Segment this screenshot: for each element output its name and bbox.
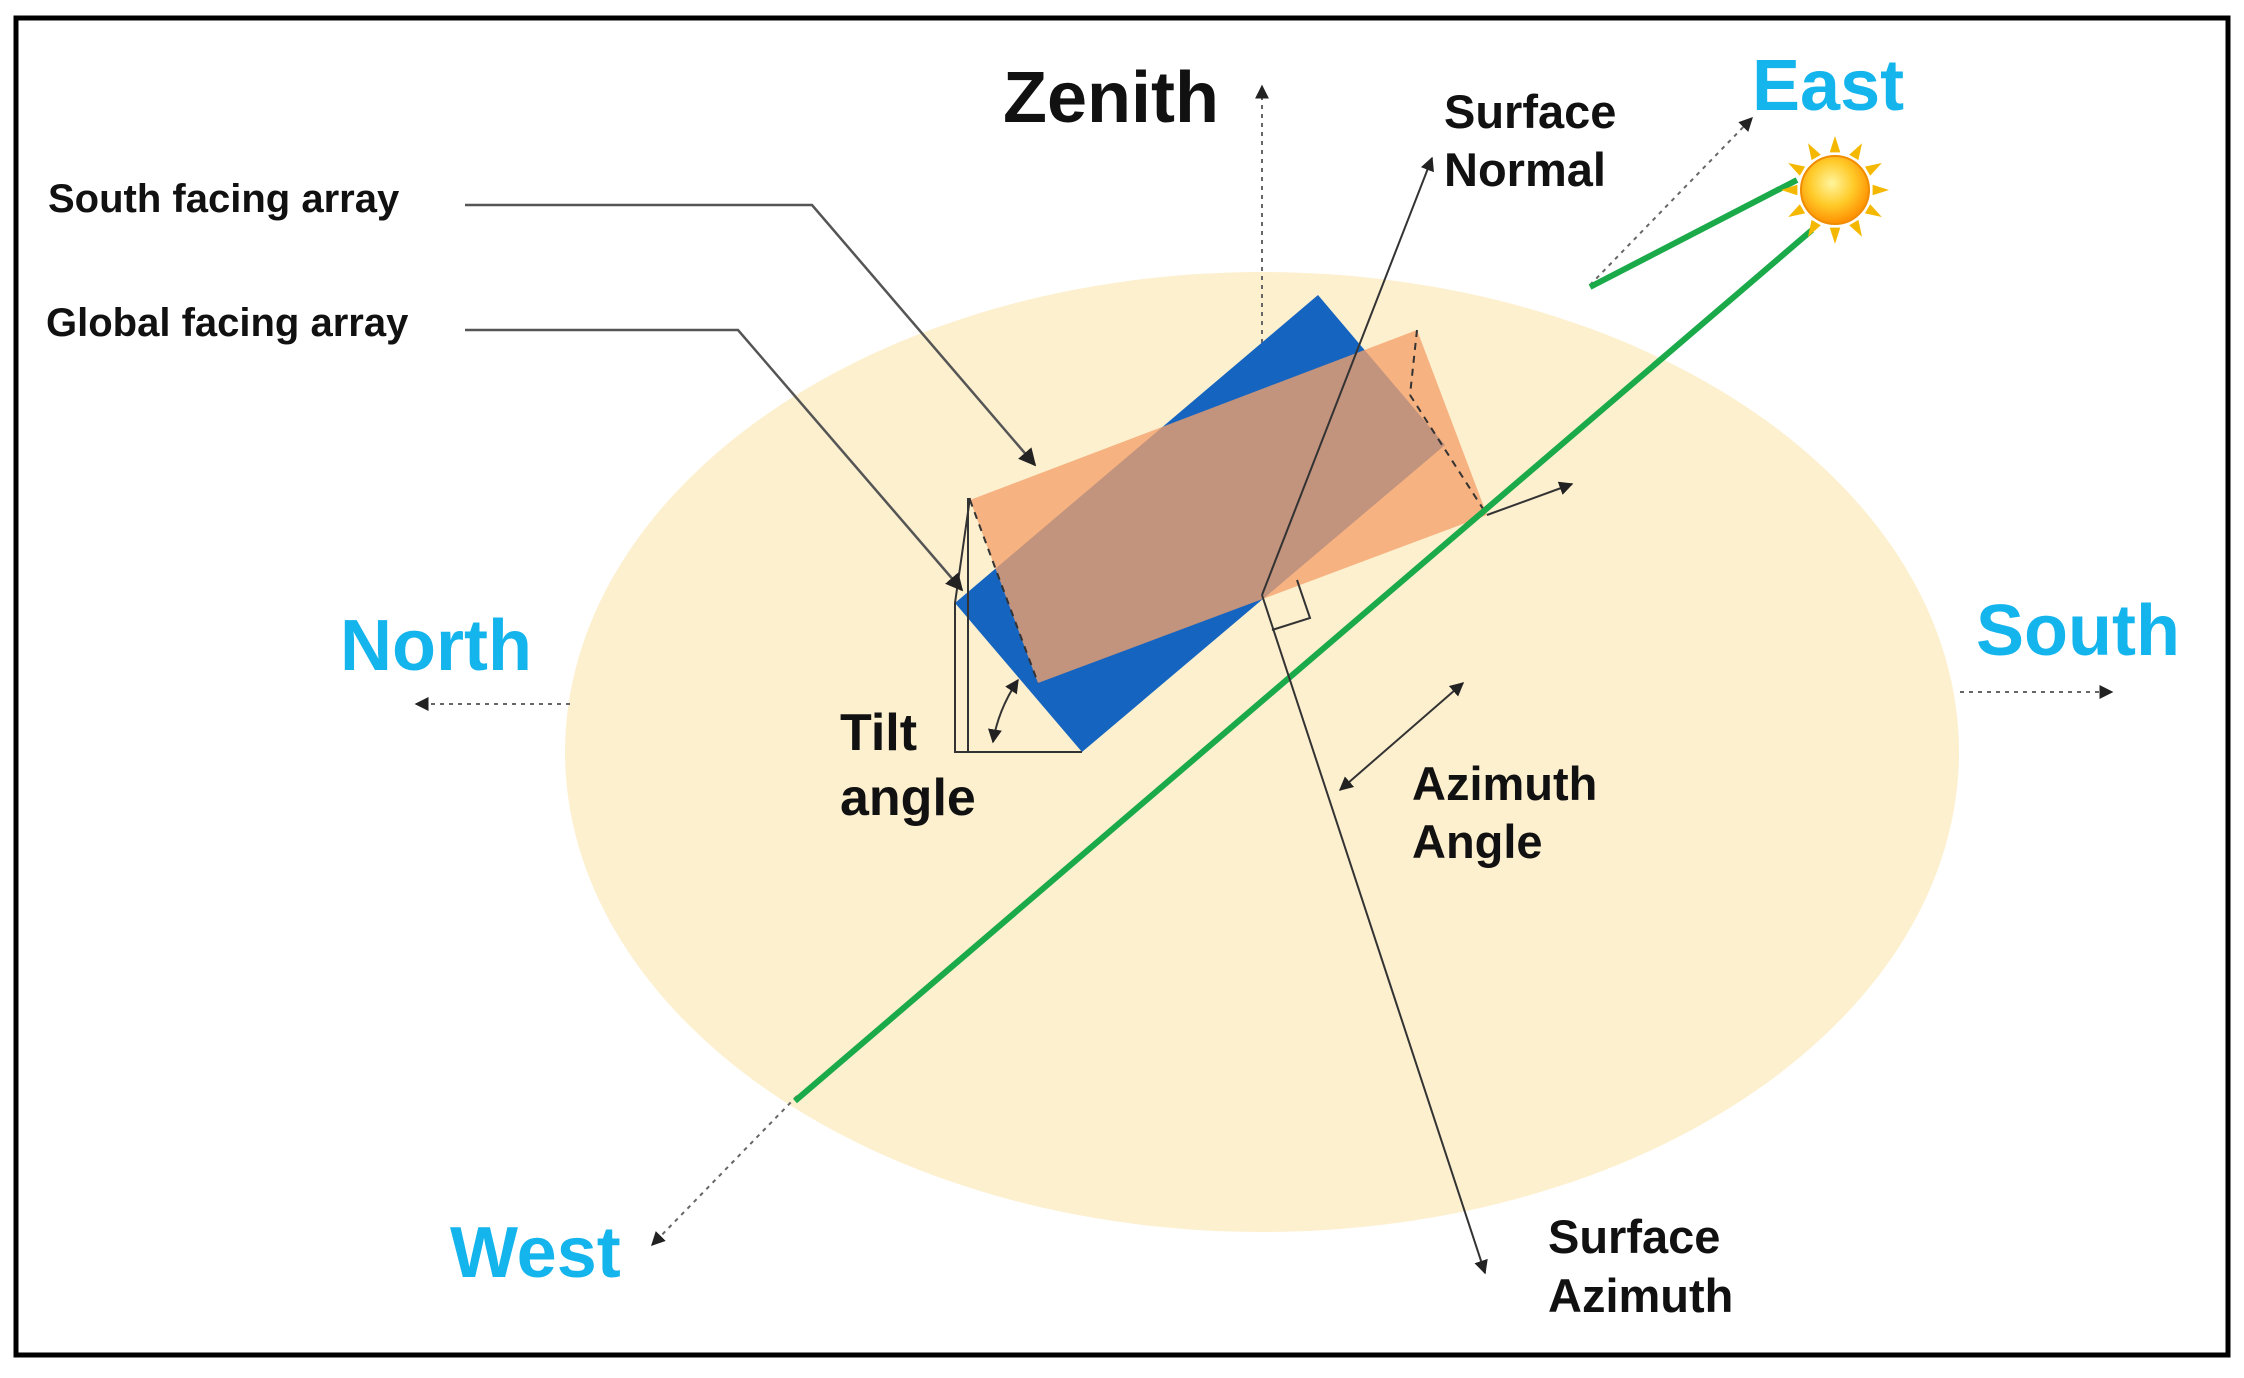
sun-ray <box>1864 204 1882 217</box>
right-angle-marker <box>1271 579 1312 631</box>
surface-azimuth-label-line2: Azimuth <box>1548 1269 1733 1322</box>
sun-ray <box>1829 136 1841 153</box>
sun-ray <box>1829 227 1841 244</box>
sun-ray <box>1788 163 1806 176</box>
south-facing-array-label: South facing array <box>48 177 400 221</box>
surface-azimuth-line <box>1261 594 1488 1275</box>
azimuth-angle-arrow <box>1338 682 1465 791</box>
global-facing-array-label: Global facing array <box>46 301 409 345</box>
surface-normal-label-line2: Normal <box>1444 143 1606 196</box>
sun-ray <box>1849 143 1862 161</box>
surface-normal-line <box>1261 156 1434 596</box>
panel-edge-dashed <box>969 499 1039 684</box>
south-label: South <box>1976 591 2180 671</box>
global-facing-array-leader <box>465 328 964 592</box>
panel-edge-dashed <box>1409 329 1418 396</box>
surface-azimuth-label-line1: Surface <box>1548 1210 1720 1263</box>
west-arrow <box>651 1095 798 1247</box>
ground-plane <box>565 272 1959 1232</box>
east-arrow <box>1589 116 1753 286</box>
north-label: North <box>340 606 532 686</box>
sun-ray <box>1781 184 1798 196</box>
tilt-angle-arc <box>988 678 1019 744</box>
sun-ray <box>1788 204 1806 217</box>
sun-ray <box>1864 163 1882 176</box>
sun-path-line <box>793 227 1814 1104</box>
sun-icon <box>1781 136 1889 244</box>
azimuth-angle-label-line2: Angle <box>1412 815 1543 868</box>
west-label: West <box>450 1213 621 1293</box>
panel-direction-arrow <box>1486 481 1574 516</box>
azimuth-angle-label-line1: Azimuth <box>1412 757 1597 810</box>
zenith-label: Zenith <box>1003 58 1219 138</box>
surface-normal-label-line1: Surface <box>1444 85 1616 138</box>
tilt-angle-frame <box>954 497 1082 753</box>
east-label: East <box>1752 46 1904 126</box>
panel-edge-dashed <box>1409 394 1488 516</box>
south-facing-array-panel <box>970 330 1487 683</box>
south-facing-array-leader <box>465 203 1037 467</box>
tilt-angle-label-line2: angle <box>840 769 976 827</box>
sun-ray <box>1872 184 1889 196</box>
sun-ray <box>1808 143 1821 161</box>
sun-ray <box>1849 219 1862 237</box>
sun-ray <box>1808 219 1821 237</box>
sun-ray-line <box>1588 177 1799 290</box>
tilt-angle-label-line1: Tilt <box>840 704 917 762</box>
